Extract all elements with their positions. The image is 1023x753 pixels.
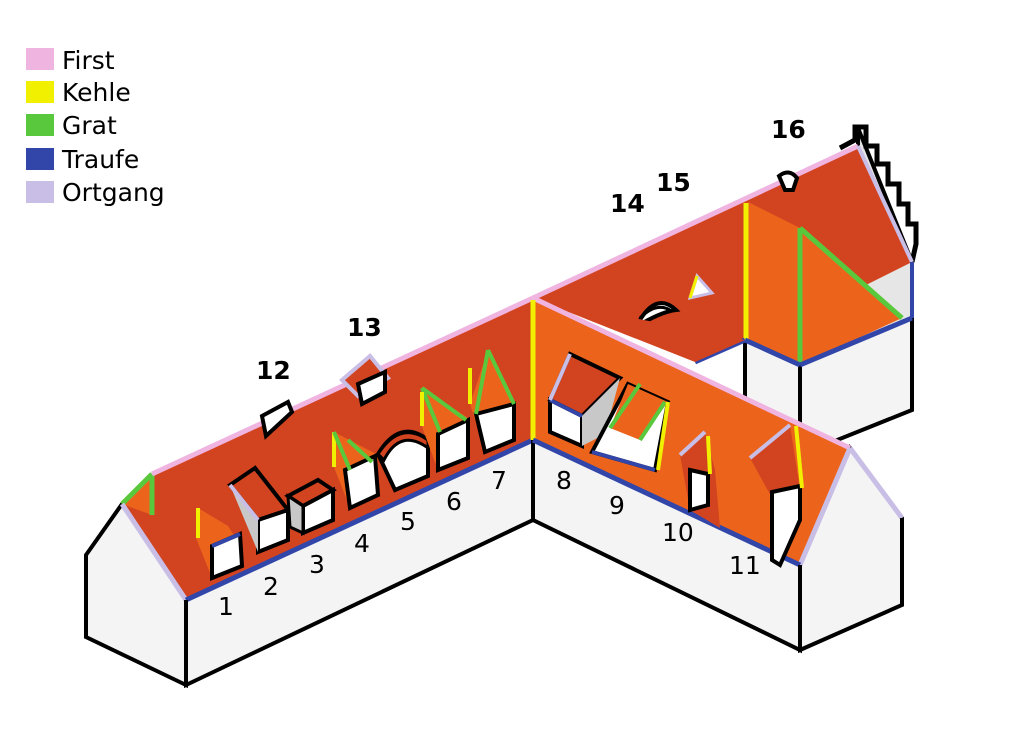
- dormer-10-front: [688, 467, 710, 513]
- legend-swatch-kehle: [26, 81, 54, 103]
- dormer-4-grat-2: [346, 438, 374, 464]
- legend: First Kehle Grat Traufe Ortgang: [26, 46, 165, 207]
- dormer-9-roof: [610, 384, 668, 440]
- dormer-6-grat-1: [420, 387, 442, 433]
- dormer-2-ortgang: [228, 483, 260, 522]
- dormer-13-front: [355, 368, 387, 408]
- dormer-6-front: [436, 416, 470, 473]
- right-eave-traufe: [531, 437, 802, 568]
- label-15: 15: [656, 168, 691, 197]
- rear-eave-traufe-1: [743, 337, 802, 368]
- label-2: 2: [263, 572, 279, 601]
- rear-hip-grat-right: [798, 226, 904, 320]
- dormer-4-front: [342, 452, 381, 511]
- label-4: 4: [354, 529, 370, 558]
- dormer-7-front: [473, 401, 516, 455]
- dormer-2-cheek: [230, 485, 258, 552]
- dormer-8-cheek: [582, 378, 620, 446]
- legend-swatch-traufe: [26, 148, 54, 170]
- label-10: 10: [662, 518, 694, 547]
- label-6: 6: [446, 487, 462, 516]
- dormer-1-traufe: [211, 532, 241, 548]
- dormer-12-hatch: [259, 399, 295, 440]
- dormer-9-grat-2: [638, 400, 667, 442]
- label-5: 5: [400, 507, 416, 536]
- dormer-8-traufe: [549, 398, 583, 418]
- legend-label-first: First: [62, 46, 115, 75]
- dormer-10-kehle: [706, 435, 712, 475]
- right-verge-ortgang-1: [797, 447, 853, 566]
- dormer-5-roof: [376, 431, 430, 463]
- dormer-9-grat-1: [608, 382, 642, 430]
- legend-swatch-first: [26, 48, 54, 70]
- left-hip-grat-1: [120, 472, 154, 506]
- label-9: 9: [609, 491, 625, 520]
- rear-verge-ortgang: [856, 145, 914, 263]
- legend-label-grat: Grat: [62, 111, 117, 140]
- legend-label-traufe: Traufe: [61, 145, 139, 174]
- label-13: 13: [347, 313, 382, 342]
- dormer-14-window: [638, 305, 671, 320]
- label-3: 3: [309, 550, 325, 579]
- legend-label-kehle: Kehle: [62, 78, 131, 107]
- rear-roof-join: [533, 298, 745, 362]
- dormer-labels: 1 2 3 4 5 6 7 8 9 10 11 12 13 14 15 16: [218, 115, 806, 621]
- dormer-9-traufe: [591, 450, 656, 472]
- legend-swatch-ortgang: [26, 181, 54, 203]
- dormer-16-vent: [776, 170, 800, 192]
- dormer-6-grat-2: [420, 386, 468, 422]
- left-verge-ortgang: [119, 502, 189, 602]
- legend-swatch-grat: [26, 114, 54, 136]
- dormer-7-grat-2: [486, 349, 516, 405]
- left-wing: [84, 295, 535, 689]
- left-ridge-first: [150, 295, 535, 477]
- label-7: 7: [491, 466, 507, 495]
- dormer-10-ortgang: [678, 430, 707, 457]
- stepped-gable-edge: [838, 124, 919, 263]
- label-12: 12: [256, 356, 291, 385]
- label-16: 16: [771, 115, 806, 144]
- dormer-11-kehle: [794, 425, 804, 489]
- dormer-8-ortgang: [548, 353, 572, 401]
- dormer-4-grat-1: [332, 431, 352, 471]
- legend-label-ortgang: Ortgang: [62, 178, 165, 207]
- right-ridge-first: [531, 295, 852, 451]
- dormer-11-front: [770, 483, 802, 568]
- dormer-3-side: [286, 493, 305, 536]
- dormer-11-ortgang: [748, 423, 792, 460]
- dormer-15-kehle: [688, 275, 699, 299]
- right-wing: [530, 295, 905, 654]
- rear-wing: [531, 124, 919, 458]
- left-eave-traufe: [184, 437, 535, 603]
- rear-ridge-first: [531, 143, 860, 301]
- dormer-13-roof: [339, 353, 392, 399]
- rear-eave-traufe-2: [799, 315, 913, 368]
- label-1: 1: [218, 592, 234, 621]
- dormer-9-kehle: [656, 401, 670, 471]
- label-14: 14: [610, 189, 645, 218]
- dormer-7-grat-1: [474, 349, 490, 415]
- label-11: 11: [729, 551, 761, 580]
- right-verge-ortgang-2: [847, 446, 905, 520]
- label-8: 8: [556, 466, 572, 495]
- rear-roof-hip-face: [745, 202, 902, 365]
